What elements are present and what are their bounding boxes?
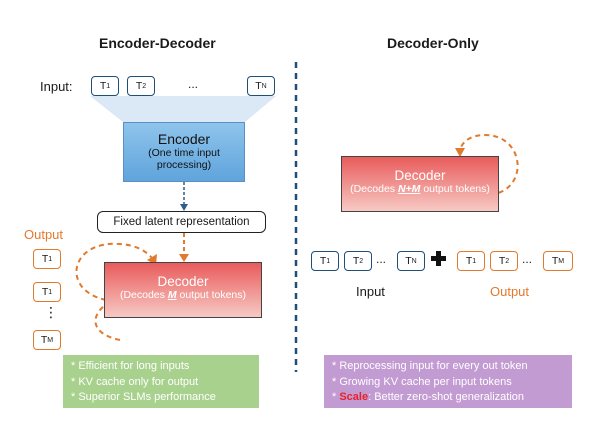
encoder-decoder-notes: * Efficient for long inputs * KV cache o…: [63, 355, 259, 408]
right-input-label: Input: [356, 284, 385, 299]
decoder-title: Decoder: [157, 274, 209, 289]
input-label: Input:: [40, 79, 73, 94]
encoder-subtitle-1: (One time input: [148, 147, 220, 159]
right-input-ellipsis: ...: [376, 252, 387, 266]
decoder-subtitle: (Decodes M output tokens): [119, 289, 247, 301]
right-decoder-block: Decoder (Decodes N+M output tokens): [341, 156, 499, 212]
encoder-subtitle-2: processing): [156, 159, 212, 171]
scale-word: Scale: [339, 391, 369, 403]
input-ellipsis: ...: [188, 77, 199, 91]
right-output-label: Output: [490, 284, 530, 299]
note-line: * Superior SLMs performance: [71, 391, 216, 403]
decoder-title: Decoder: [394, 168, 446, 183]
note-line-scale: * Scale: Better zero-shot generalization: [332, 391, 525, 403]
decoder-subtitle: (Decodes N+M output tokens): [350, 183, 490, 195]
right-output-ellipsis: ...: [522, 252, 533, 266]
latent-representation-box: Fixed latent representation: [97, 211, 266, 233]
output-vertical-dots: ⋮: [44, 304, 58, 320]
encoder-decoder-title: Encoder-Decoder: [99, 35, 216, 51]
note-line: * Growing KV cache per input tokens: [332, 375, 512, 388]
encoder-title: Encoder: [157, 131, 211, 147]
latent-label: Fixed latent representation: [113, 216, 250, 228]
note-line: * Reprocessing input for every out token: [332, 360, 528, 372]
output-label: Output: [24, 227, 64, 242]
note-line: * KV cache only for output: [71, 375, 199, 388]
decoder-only-title: Decoder-Only: [387, 35, 479, 51]
decoder-only-notes: * Reprocessing input for every out token…: [324, 355, 572, 408]
left-decoder-block: Decoder (Decodes M output tokens): [104, 262, 262, 318]
funnel-shape: [90, 96, 276, 122]
note-line: * Efficient for long inputs: [71, 360, 190, 372]
encoder-block: Encoder (One time input processing): [123, 122, 245, 182]
